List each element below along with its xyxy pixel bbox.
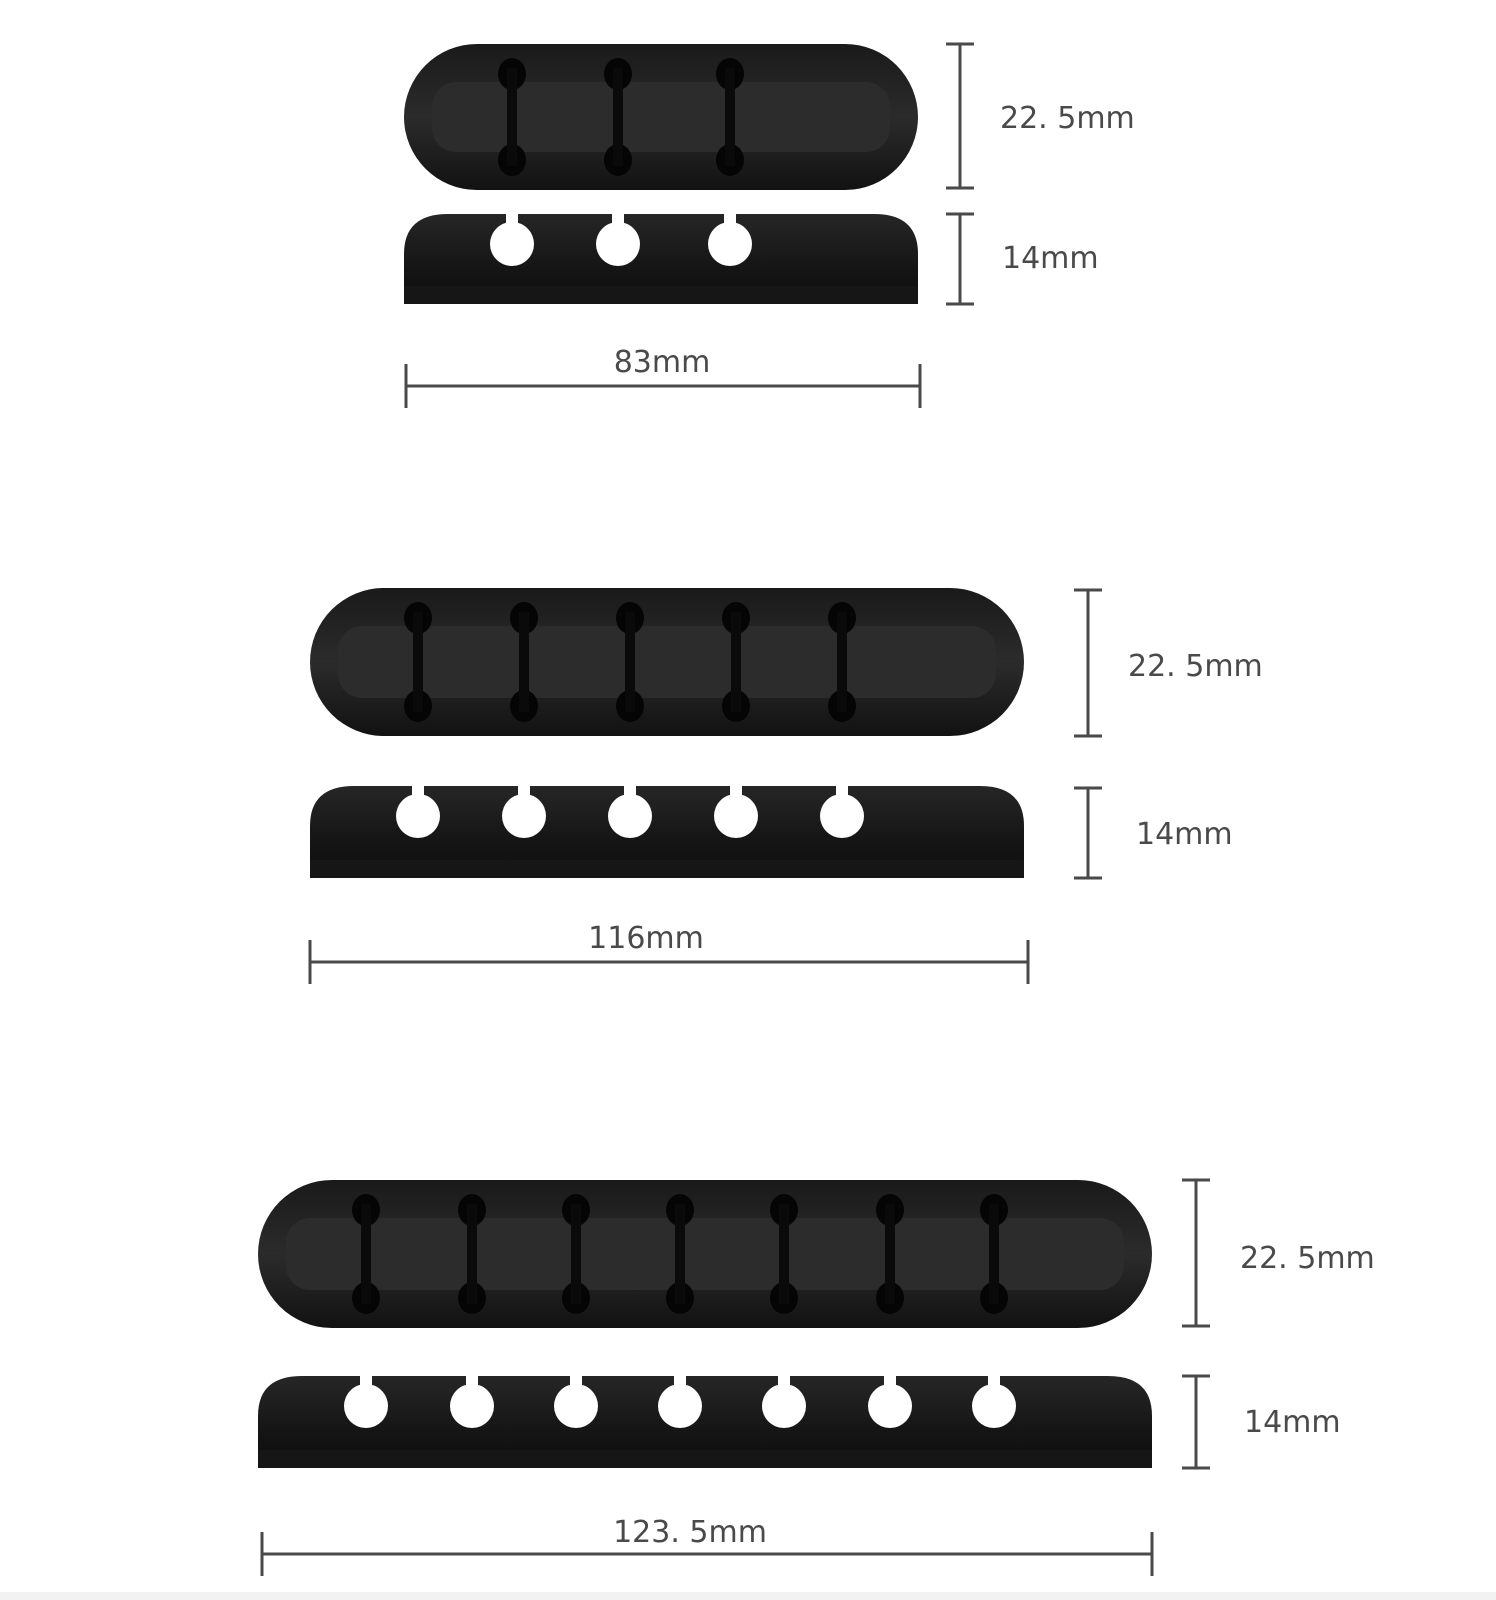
cable-hole (868, 1384, 912, 1428)
slot-rib (571, 1204, 581, 1304)
width-label: 123. 5mm (613, 1515, 767, 1550)
cable-channel (286, 1218, 1124, 1290)
depth-label: 14mm (1136, 817, 1233, 852)
slot-rib (519, 612, 529, 712)
organizer-top-view (310, 588, 1024, 736)
cable-hole (658, 1384, 702, 1428)
height-dimension: 22. 5mm (946, 42, 1135, 190)
depth-label: 14mm (1244, 1405, 1341, 1440)
width-dimension: 123. 5mm (260, 1515, 1154, 1576)
height-dimension: 22. 5mm (1182, 1178, 1375, 1328)
width-label: 116mm (588, 921, 704, 956)
cable-hole (820, 794, 864, 838)
height-dimension: 22. 5mm (1074, 588, 1263, 738)
width-dimension: 116mm (308, 921, 1030, 984)
cable-hole (344, 1384, 388, 1428)
depth-dimension: 14mm (1182, 1374, 1341, 1470)
slot-rib (731, 612, 741, 712)
bottom-edge (0, 1592, 1496, 1600)
slot-rib (885, 1204, 895, 1304)
cable-hole (608, 794, 652, 838)
organizer-base (404, 286, 918, 304)
organizer-base (258, 1450, 1152, 1468)
organizer-top-view (404, 44, 918, 190)
slot-rib (361, 1204, 371, 1304)
slot-rib (725, 68, 735, 166)
height-label: 22. 5mm (1240, 1241, 1375, 1276)
organizer-5-slot: 22. 5mm 14mm 116mm (308, 588, 1263, 984)
cable-channel (338, 626, 996, 698)
slot-rib (413, 612, 423, 712)
width-label: 83mm (614, 345, 711, 380)
cable-hole (502, 794, 546, 838)
slot-rib (675, 1204, 685, 1304)
organizer-7-slot: 22. 5mm 14mm 123. 5mm (258, 1178, 1375, 1576)
slot-rib (613, 68, 623, 166)
height-label: 22. 5mm (1128, 649, 1263, 684)
cable-channel (432, 82, 890, 152)
cable-hole (972, 1384, 1016, 1428)
organizer-base (310, 860, 1024, 878)
organizer-top-view (258, 1180, 1152, 1328)
organizer-3-slot: 22. 5mm 14mm 83mm (404, 42, 1135, 408)
depth-label: 14mm (1002, 241, 1099, 276)
width-dimension: 83mm (404, 345, 922, 408)
organizer-side-view (404, 212, 918, 304)
slot-rib (779, 1204, 789, 1304)
slot-rib (625, 612, 635, 712)
depth-dimension: 14mm (946, 212, 1099, 306)
cable-hole (450, 1384, 494, 1428)
organizer-side-view (310, 784, 1024, 878)
height-label: 22. 5mm (1000, 101, 1135, 136)
slot-rib (507, 68, 517, 166)
cable-hole (708, 222, 752, 266)
cable-hole (762, 1384, 806, 1428)
depth-dimension: 14mm (1074, 786, 1233, 880)
cable-hole (490, 222, 534, 266)
cable-hole (714, 794, 758, 838)
cable-hole (396, 794, 440, 838)
cable-hole (596, 222, 640, 266)
slot-rib (467, 1204, 477, 1304)
cable-hole (554, 1384, 598, 1428)
slot-rib (989, 1204, 999, 1304)
slot-rib (837, 612, 847, 712)
organizer-side-view (258, 1374, 1152, 1468)
